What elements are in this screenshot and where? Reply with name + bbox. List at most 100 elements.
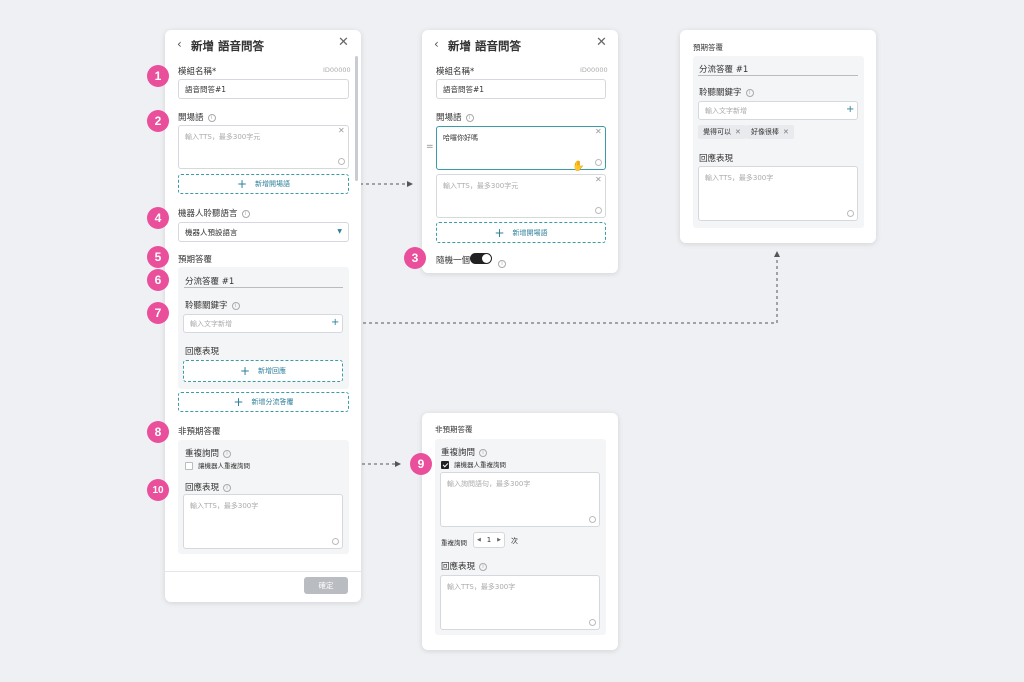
- keyword-tag[interactable]: 覺得可以✕: [698, 125, 746, 139]
- repeat-count-value: 1: [486, 536, 492, 544]
- repeat-checkbox[interactable]: [441, 461, 449, 469]
- branch-underline: [184, 287, 343, 288]
- remove-tag-icon[interactable]: ✕: [783, 128, 789, 136]
- close-icon[interactable]: ✕: [596, 35, 607, 50]
- response2-textarea[interactable]: 輸入TTS，最多300字: [183, 494, 343, 549]
- repeat-textarea[interactable]: 輸入詢問語句，最多300字: [440, 472, 600, 527]
- repeat-count-stepper[interactable]: ◀ 1 ▶: [473, 532, 505, 548]
- repeat-checkbox-row[interactable]: 讓機器人重複詢問: [185, 460, 250, 470]
- step-badge-7: 7: [147, 302, 169, 324]
- info-icon: i: [494, 253, 506, 272]
- keyword-placeholder: 輸入文字新增: [190, 319, 232, 328]
- plus-icon: +: [233, 395, 244, 409]
- step-badge-6: 6: [147, 269, 169, 291]
- times-unit: 次: [511, 537, 518, 545]
- module-name-label: 模組名稱*: [178, 67, 217, 77]
- plus-icon[interactable]: +: [846, 104, 855, 115]
- info-icon: i: [745, 88, 754, 97]
- info-icon: i: [223, 483, 232, 492]
- keyword-input[interactable]: 輸入文字新增: [698, 101, 858, 120]
- caret-down-icon: ▼: [337, 228, 342, 235]
- module-id: ID00000: [580, 66, 608, 74]
- info-icon: i: [231, 301, 240, 310]
- increment-icon[interactable]: ▶: [497, 537, 501, 543]
- step-badge-9: 9: [410, 453, 432, 475]
- add-branch-button[interactable]: + 新增分流答覆: [178, 392, 349, 412]
- step-badge-2: 2: [147, 110, 169, 132]
- unexpected-label: 非預期答覆: [178, 427, 221, 437]
- close-icon[interactable]: ✕: [338, 35, 349, 50]
- opening-label-text: 開場語: [178, 113, 204, 123]
- repeat-count-label: 重複詢問: [441, 539, 467, 547]
- branch-name: 分流答覆 #1: [699, 65, 749, 75]
- plus-icon: +: [239, 364, 251, 378]
- clear-icon[interactable]: ✕: [595, 127, 602, 136]
- back-chevron-icon[interactable]: ‹: [177, 37, 182, 51]
- add-branch-label: 新增分流答覆: [251, 398, 294, 406]
- plus-icon: +: [494, 225, 505, 240]
- repeat-checkbox-label: 讓機器人重複詢問: [454, 461, 506, 469]
- back-chevron-icon[interactable]: ‹: [434, 37, 439, 51]
- repeat-checkbox-row[interactable]: 讓機器人重複詢問: [441, 459, 506, 469]
- step-badge-1: 1: [147, 65, 169, 87]
- step-badge-5: 5: [147, 246, 169, 268]
- expected-panel-title: 預期答覆: [693, 43, 723, 52]
- plus-icon[interactable]: +: [331, 317, 340, 328]
- opening-textarea-1[interactable]: 哈囉你好嗎: [436, 126, 606, 170]
- branch-name: 分流答覆 #1: [185, 277, 235, 287]
- info-icon: i: [241, 209, 250, 218]
- step-badge-10: 10: [147, 479, 169, 501]
- add-opening-button[interactable]: + 新增開場語: [436, 222, 606, 243]
- hand-cursor-icon: ✋: [572, 161, 585, 172]
- step-badge-8: 8: [147, 421, 169, 443]
- module-name-input[interactable]: 語音問答#1: [436, 79, 606, 99]
- info-icon: i: [479, 562, 488, 571]
- clear-icon[interactable]: ✕: [595, 175, 602, 184]
- unexpected-panel-title: 非預期答覆: [435, 425, 473, 434]
- keyword-tag[interactable]: 好像很棒✕: [746, 125, 794, 139]
- repeat-checkbox[interactable]: [185, 462, 193, 470]
- step-badge-4: 4: [147, 207, 169, 229]
- response-label-text: 回應表現: [441, 562, 476, 572]
- add-opening-label: 新增開場語: [512, 228, 548, 237]
- add-response-button[interactable]: + 新增回應: [183, 360, 343, 382]
- add-opening-button[interactable]: + 新增開場語: [178, 174, 349, 194]
- module-name-input[interactable]: 語音問答#1: [178, 79, 349, 99]
- plus-icon: +: [236, 177, 248, 191]
- add-response-label: 新增回應: [258, 367, 287, 375]
- keyword-placeholder: 輸入文字新增: [705, 106, 747, 115]
- decrement-icon[interactable]: ◀: [477, 537, 481, 543]
- counter-icon: [332, 538, 339, 545]
- response-textarea[interactable]: 輸入TTS，最多300字: [698, 166, 858, 221]
- robot-lang-label-text: 機器人聆聽語言: [178, 209, 238, 219]
- opening-textarea-2[interactable]: 輸入TTS，最多300字元: [436, 174, 606, 218]
- info-icon: i: [207, 113, 216, 122]
- info-icon: i: [223, 449, 232, 458]
- scrollbar[interactable]: [355, 56, 358, 181]
- repeat-label-text: 重複詢問: [185, 449, 220, 459]
- counter-icon: [847, 210, 854, 217]
- keyword-input[interactable]: 輸入文字新增: [183, 314, 343, 333]
- opening-textarea[interactable]: 輸入TTS，最多300字元: [178, 125, 349, 169]
- counter-icon: [595, 159, 602, 166]
- response-textarea[interactable]: 輸入TTS，最多300字: [440, 575, 600, 630]
- robot-lang-select[interactable]: 機器人預設語言▼: [178, 222, 349, 242]
- add-opening-label: 新增開場語: [255, 180, 291, 188]
- keyword-label-text: 聆聽關鍵字: [699, 88, 742, 98]
- random-label: 隨機一個: [436, 256, 471, 266]
- random-toggle[interactable]: [470, 253, 492, 264]
- info-glyph: i: [498, 259, 506, 268]
- remove-tag-icon[interactable]: ✕: [735, 128, 741, 136]
- confirm-button[interactable]: 確定: [304, 577, 348, 594]
- drag-handle-icon[interactable]: =: [426, 142, 434, 152]
- clear-icon[interactable]: ✕: [338, 126, 345, 135]
